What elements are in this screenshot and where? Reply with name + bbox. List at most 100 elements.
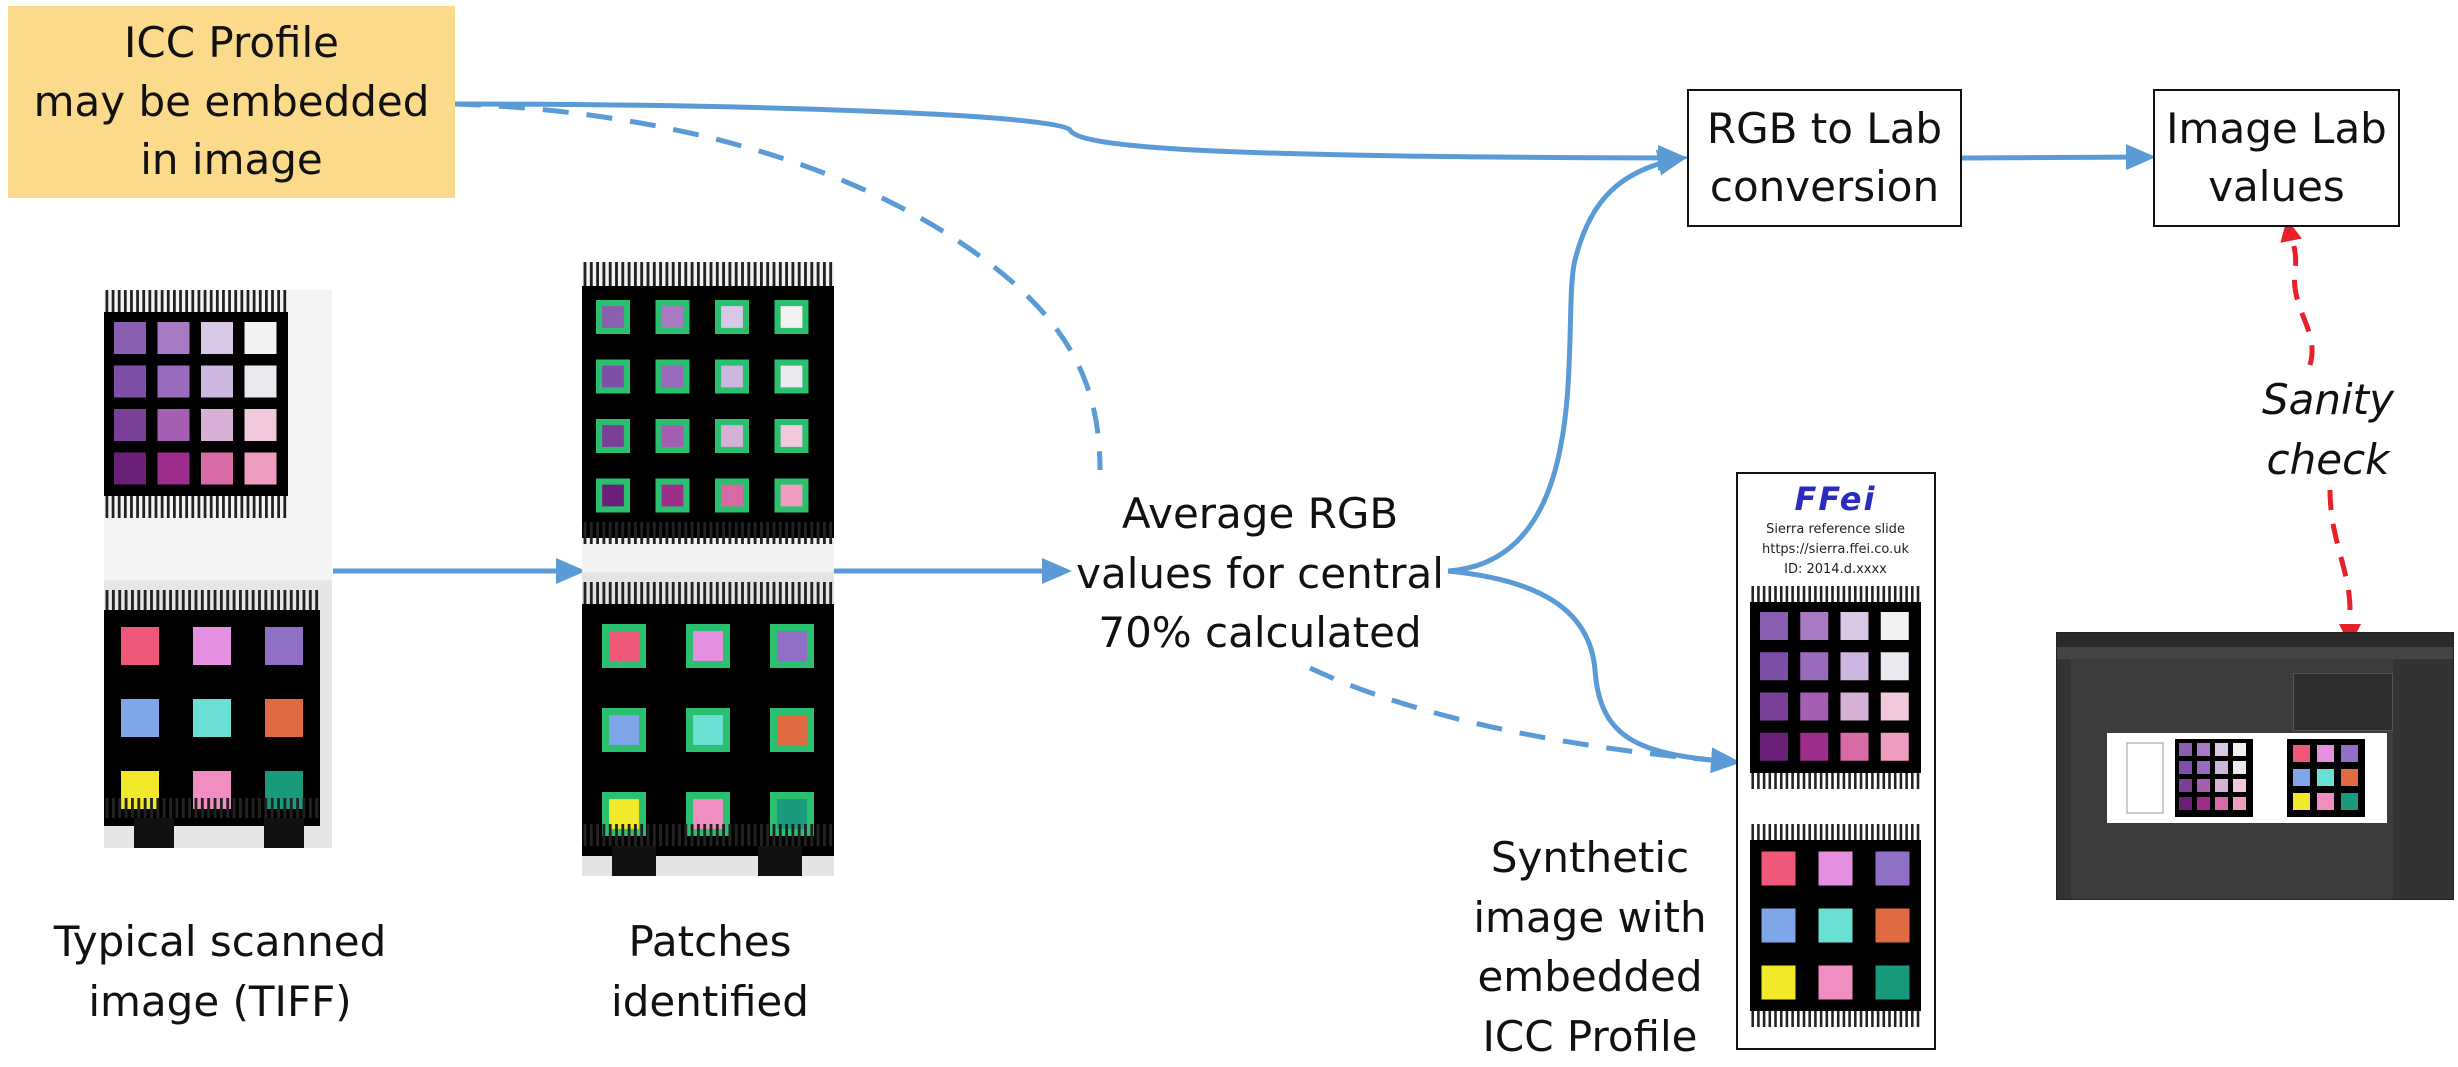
comb-tooth	[608, 262, 612, 286]
patch	[1875, 851, 1910, 886]
comb-tooth	[124, 798, 128, 818]
patches-image-graphic	[582, 262, 834, 876]
comb-tooth	[766, 824, 770, 846]
patch	[777, 715, 807, 745]
ps-patch	[2179, 779, 2192, 792]
comb-tooth	[283, 290, 287, 312]
comb-tooth	[105, 798, 109, 818]
comb-tooth	[143, 798, 147, 818]
comb-tooth	[239, 798, 242, 818]
comb-tooth	[1762, 773, 1766, 789]
comb-tooth	[1911, 586, 1914, 602]
comb-tooth	[308, 590, 312, 610]
patch	[1761, 851, 1796, 886]
comb-tooth	[1779, 586, 1783, 602]
comb-tooth	[1888, 773, 1891, 789]
comb-tooth	[1768, 586, 1772, 602]
comb-tooth	[160, 496, 164, 518]
comb-tooth	[289, 798, 293, 818]
comb-tooth	[197, 290, 201, 312]
patch-foot	[758, 846, 802, 876]
comb-tooth	[142, 496, 146, 518]
comb-tooth	[602, 262, 606, 286]
ps-toolbar	[2057, 659, 2071, 899]
patch	[244, 365, 277, 398]
ps-patch	[2293, 769, 2310, 786]
comb-tooth	[785, 522, 789, 544]
patch	[121, 627, 159, 665]
slide-name: Sierra reference slide	[1766, 522, 1905, 537]
comb-tooth	[226, 798, 230, 818]
comb-tooth	[778, 582, 782, 604]
comb-tooth	[1831, 824, 1834, 840]
comb-tooth	[772, 582, 776, 604]
comb-tooth	[277, 496, 281, 518]
synthetic-slide: FFei Sierra reference slide https://sier…	[1736, 472, 1936, 1050]
comb-tooth	[111, 798, 115, 818]
comb-tooth	[1774, 1011, 1777, 1027]
comb-tooth	[188, 590, 192, 610]
comb-tooth	[1859, 824, 1863, 840]
comb-tooth	[671, 262, 675, 286]
comb-tooth	[1751, 824, 1754, 840]
comb-tooth	[696, 582, 700, 604]
comb-tooth	[162, 798, 166, 818]
comb-tooth	[671, 522, 675, 544]
comb-tooth	[179, 496, 182, 518]
comb-tooth	[232, 590, 236, 610]
comb-tooth	[652, 582, 656, 604]
photoshop-screenshot	[2056, 632, 2454, 900]
comb-tooth	[1791, 586, 1794, 602]
comb-tooth	[747, 824, 751, 846]
patches-image	[582, 262, 834, 876]
comb-tooth	[659, 522, 663, 544]
patch	[777, 799, 807, 829]
sanity-check-arrow-up	[2280, 219, 2315, 366]
comb-tooth	[215, 290, 219, 312]
comb-tooth	[665, 522, 669, 544]
patch	[780, 306, 803, 328]
comb-tooth	[804, 262, 807, 286]
patch	[193, 627, 231, 665]
comb-tooth	[1836, 824, 1840, 840]
comb-tooth	[283, 798, 287, 818]
comb-tooth	[734, 262, 738, 286]
comb-tooth	[1774, 773, 1777, 789]
sanity-line-1: Sanity	[2261, 375, 2394, 424]
comb-tooth	[207, 798, 211, 818]
patch	[157, 322, 190, 354]
comb-tooth	[596, 522, 600, 544]
patch	[1761, 965, 1796, 1000]
comb-tooth	[209, 290, 213, 312]
comb-tooth	[1791, 773, 1794, 789]
patches-line-1: Patches	[628, 917, 792, 966]
patch	[193, 771, 231, 809]
comb-tooth	[1831, 1011, 1834, 1027]
synthetic-caption: Synthetic image with embedded ICC Profil…	[1460, 828, 1720, 1067]
comb-tooth	[1779, 824, 1783, 840]
patch	[1880, 612, 1909, 640]
comb-tooth	[222, 290, 225, 312]
comb-tooth	[1819, 773, 1823, 789]
patch	[661, 425, 684, 447]
comb-tooth	[659, 824, 663, 846]
comb-tooth	[1757, 773, 1760, 789]
comb-tooth	[829, 262, 833, 286]
comb-tooth	[169, 590, 172, 610]
comb-tooth	[1871, 773, 1874, 789]
patch	[1800, 612, 1829, 640]
ps-canvas	[2107, 733, 2387, 823]
comb-tooth	[1865, 824, 1868, 840]
icc-line-1: ICC Profile	[124, 17, 339, 67]
comb-tooth	[829, 824, 833, 846]
comb-tooth	[646, 522, 650, 544]
comb-tooth	[715, 582, 719, 604]
patch	[114, 365, 146, 398]
ps-patch	[2293, 793, 2310, 810]
comb-tooth	[1762, 824, 1766, 840]
comb-tooth	[621, 824, 625, 846]
comb-tooth	[766, 522, 770, 544]
comb-tooth	[228, 496, 231, 518]
comb-tooth	[759, 582, 763, 604]
comb-tooth	[1785, 1011, 1789, 1027]
